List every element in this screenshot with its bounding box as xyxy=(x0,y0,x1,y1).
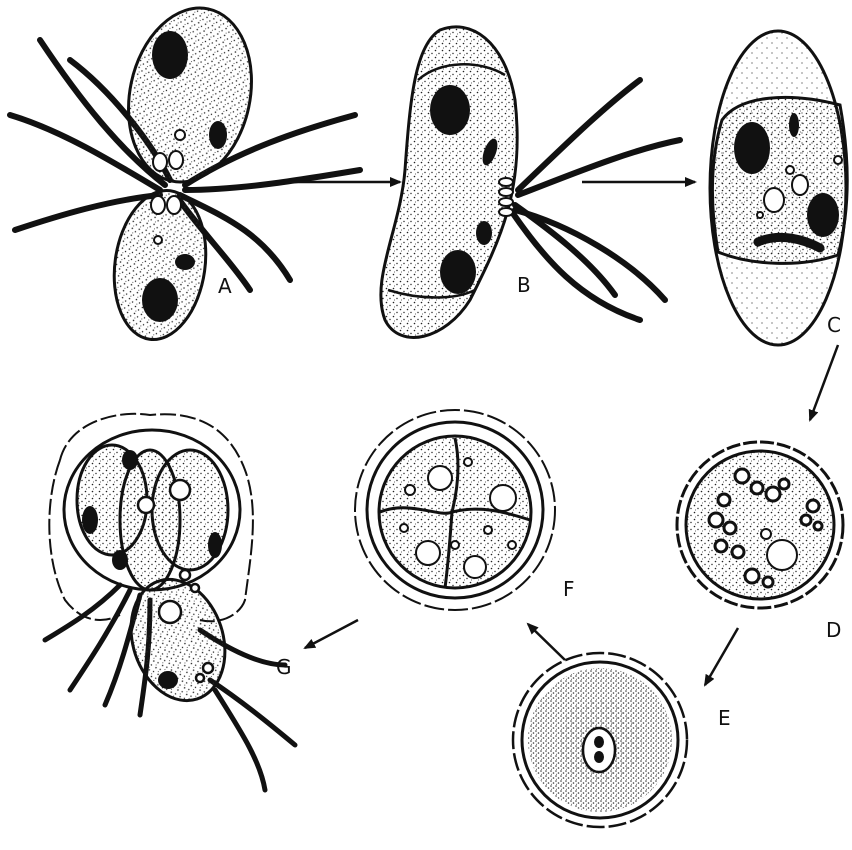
arrow-d-to-e xyxy=(705,628,738,685)
stage-c-rod xyxy=(789,113,799,137)
stage-a-upper-cell xyxy=(113,0,267,194)
stage-a-dark-spot-upper xyxy=(209,121,227,149)
stage-e-nucleolus-upper xyxy=(594,736,604,748)
stage-e-nucleus xyxy=(583,728,615,772)
stage-label-d: D xyxy=(826,618,841,642)
stage-f xyxy=(355,410,555,610)
stage-a xyxy=(10,0,360,346)
stage-g xyxy=(45,414,295,790)
arrow-e-to-f xyxy=(528,624,565,660)
stage-d xyxy=(677,442,843,608)
stage-label-a: A xyxy=(218,274,232,298)
stage-a-nucleus-lower xyxy=(142,278,178,322)
stage-label-c: C xyxy=(827,313,841,337)
stage-b-nucleus-upper xyxy=(430,85,470,135)
stage-a-nucleus-upper xyxy=(152,31,188,79)
arrow-f-to-g xyxy=(305,620,358,648)
stage-a-dark-spot-lower xyxy=(175,254,195,270)
stage-e-nucleolus-lower xyxy=(594,751,604,763)
stage-c xyxy=(710,31,847,345)
stage-label-e: E xyxy=(718,706,731,730)
stage-label-f: F xyxy=(563,577,575,601)
stage-e xyxy=(513,653,687,827)
stage-b-nucleus-lower xyxy=(440,250,476,294)
arrow-c-to-d xyxy=(810,345,838,420)
stage-b-dark-spot xyxy=(476,221,492,245)
stage-c-nucleus-right xyxy=(807,193,839,237)
stage-c-nucleus-left xyxy=(734,122,770,174)
stage-b-flagella xyxy=(512,80,680,320)
stage-label-g: G xyxy=(276,655,292,679)
stage-label-b: B xyxy=(517,273,531,297)
